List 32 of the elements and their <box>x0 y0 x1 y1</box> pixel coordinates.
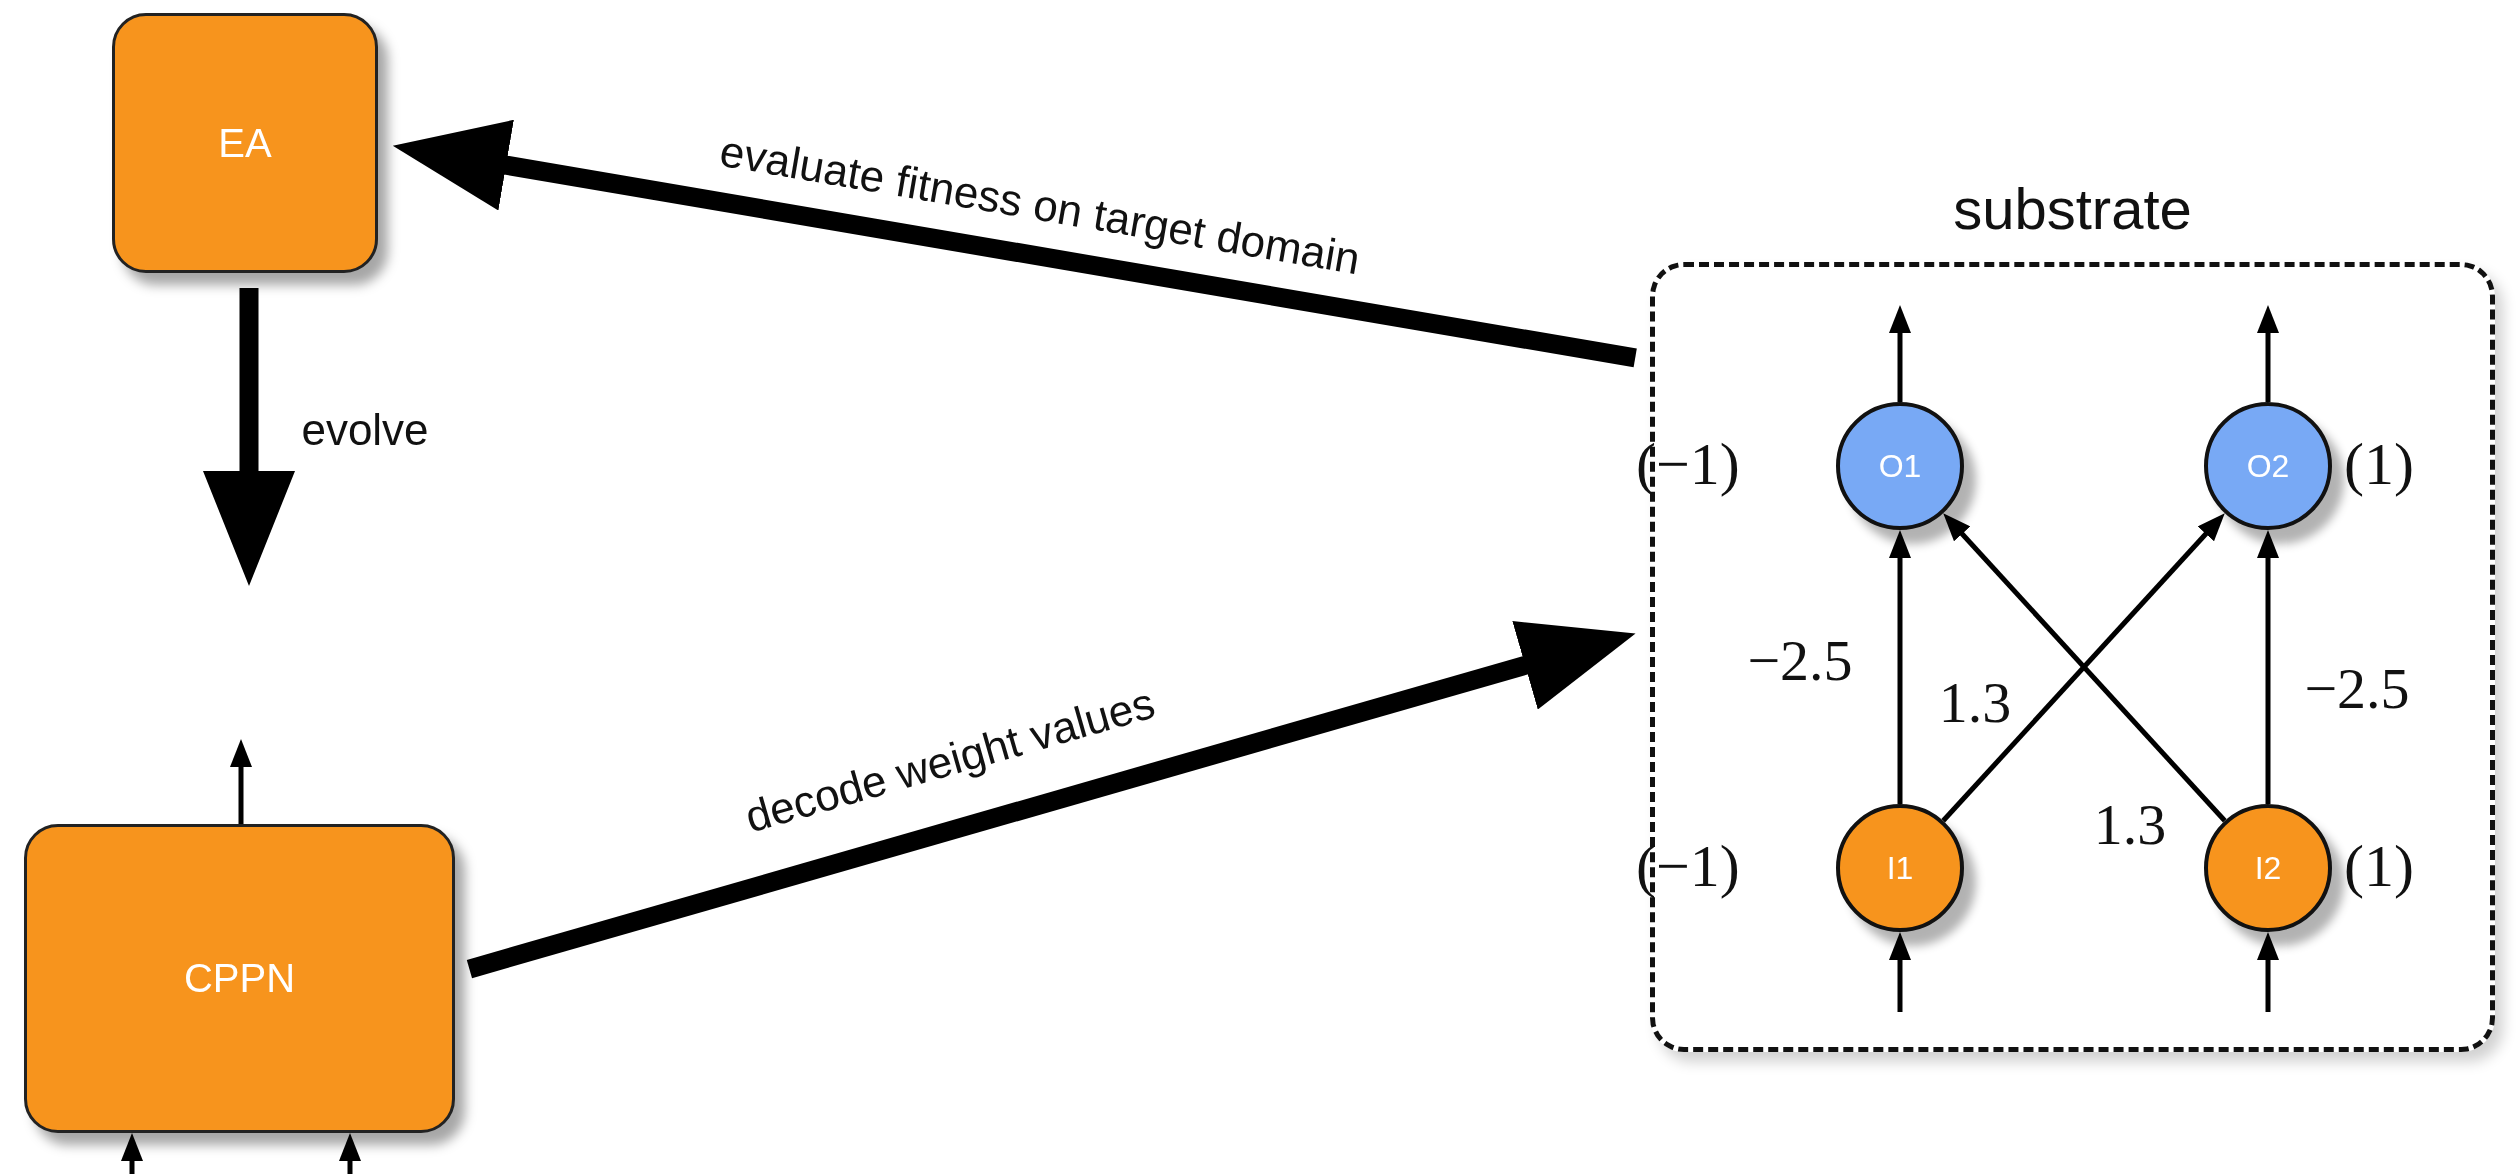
node-label: O1 <box>1878 447 1922 485</box>
edge-label: −2.5 <box>1747 626 1853 694</box>
arrow <box>121 1133 143 1174</box>
arrow <box>339 1133 361 1174</box>
arrow <box>1889 305 1911 402</box>
arrow <box>392 119 1637 368</box>
activation-value: (1) <box>2344 832 2414 901</box>
process-box <box>112 13 378 273</box>
activation-value: (1) <box>2344 430 2414 499</box>
node-label: CPPN <box>183 956 296 1001</box>
arrow <box>1889 932 1911 1012</box>
edge-label: 1.3 <box>2093 790 2167 858</box>
node-label: I1 <box>1886 849 1914 887</box>
arrow <box>2257 305 2279 402</box>
arrow <box>203 288 295 586</box>
arrow <box>230 739 252 824</box>
group-title: substrate <box>1952 175 2193 242</box>
activation-value: (−1) <box>1636 430 1740 499</box>
arrow <box>1889 530 1911 804</box>
node-label: O2 <box>2246 447 2290 485</box>
arrow <box>2257 932 2279 1012</box>
edge-label: −2.5 <box>2304 654 2410 722</box>
arrow <box>466 621 1636 979</box>
edge-label: decode weight values <box>739 677 1161 843</box>
edge-label: evolve <box>301 405 429 455</box>
activation-value: (−1) <box>1636 832 1740 901</box>
edge-label: 1.3 <box>1938 668 2012 736</box>
node-label: I2 <box>2254 849 2282 887</box>
process-box <box>24 824 455 1133</box>
node-label: EA <box>218 120 272 166</box>
edge-label: evaluate fitness on target domain <box>716 125 1364 285</box>
arrow <box>2257 530 2279 804</box>
